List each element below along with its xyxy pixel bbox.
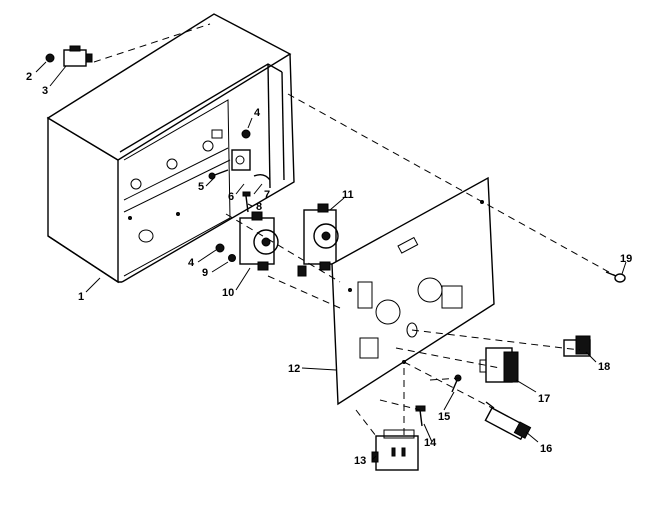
- callout-17: 17: [538, 393, 550, 405]
- breaker-16: [484, 401, 532, 441]
- callout-7: 7: [264, 189, 270, 201]
- callout-1: 1: [78, 291, 84, 303]
- mounting-bracket: [231, 149, 271, 181]
- panel-plate-12: [331, 176, 495, 406]
- callout-18: 18: [598, 361, 610, 373]
- callout-labels: 1 2 3 4 4 5 6 7 8 9 10 11 12 13 14 15 16…: [26, 71, 632, 467]
- callout-13: 13: [354, 455, 366, 467]
- callout-4-lower: 4: [188, 257, 195, 269]
- outlet-13: [371, 429, 419, 471]
- callout-11: 11: [342, 189, 354, 201]
- switch-3: [63, 45, 93, 67]
- callout-9: 9: [202, 267, 208, 279]
- receptacle-10: [239, 211, 307, 277]
- washer-9: [228, 254, 236, 262]
- receptacle-11: [303, 203, 339, 271]
- callout-14: 14: [424, 437, 437, 449]
- assembly-lines: [93, 23, 617, 437]
- callout-6: 6: [228, 191, 234, 203]
- nut-2: [45, 53, 55, 63]
- callout-5: 5: [198, 181, 204, 193]
- callout-3: 3: [42, 85, 48, 97]
- screw-8: [242, 191, 251, 213]
- callout-19: 19: [620, 253, 632, 265]
- callout-16: 16: [540, 443, 552, 455]
- enclosure-box: [46, 13, 295, 284]
- callout-2: 2: [26, 71, 32, 83]
- screw-4-top: [241, 129, 251, 139]
- switch-17: [479, 347, 519, 383]
- callout-8: 8: [256, 201, 262, 213]
- callout-4-top: 4: [254, 107, 261, 119]
- callout-10: 10: [222, 287, 234, 299]
- callout-15: 15: [438, 411, 450, 423]
- clip-18: [563, 335, 591, 357]
- screw-5: [208, 169, 229, 180]
- callout-12: 12: [288, 363, 300, 375]
- leader-lines: [35, 61, 627, 461]
- nut-4-lower: [215, 243, 225, 253]
